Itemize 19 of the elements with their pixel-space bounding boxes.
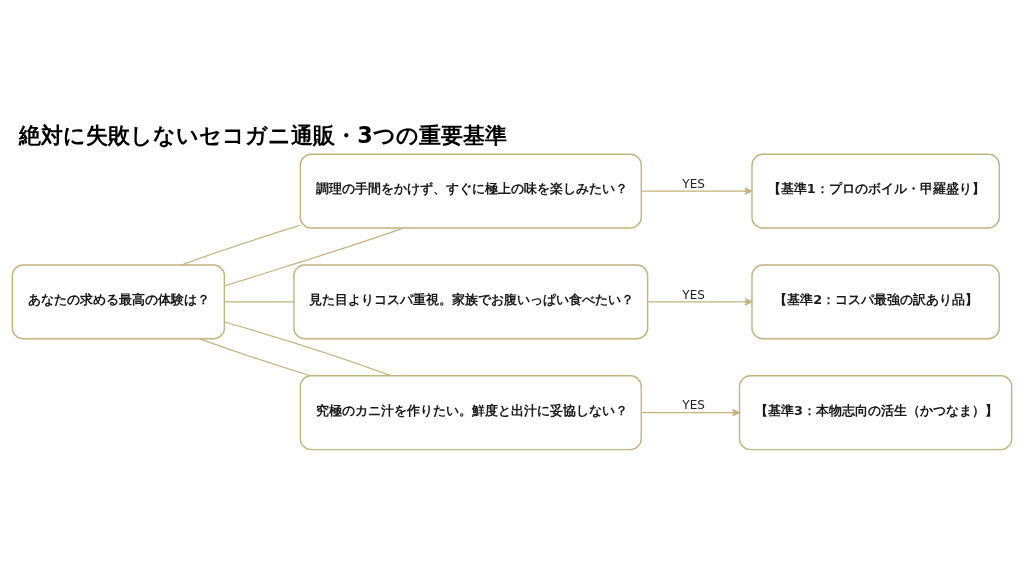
connector [223,321,392,377]
node-box: 究極のカニ汁を作りたい。鮮度と出汁に妥協しない？ [299,375,642,451]
edge-label: YES [682,176,705,191]
node-box: 【基準3：本物志向の活生（かつなま）】 [738,375,1013,451]
arrow [647,298,753,306]
node-box: 【基準2：コスパ最強の訳あり品】 [751,264,1000,340]
edge-label: YES [682,287,705,302]
node-box: あなたの求める最高の体験は？ [11,264,226,340]
connector [181,224,301,266]
connector [223,227,404,287]
edge-label: YES [682,398,705,413]
node-box: 調理の手間をかけず、すぐに極上の味を楽しみたい？ [299,153,642,229]
node-box: 見た目よりコスパ重視。家族でお腹いっぱい食べたい？ [293,264,649,340]
diagram-title: 絶対に失敗しないセコガニ通販・3つの重要基準 [19,121,507,148]
connector [223,301,295,303]
arrow [640,187,753,195]
connector [199,338,311,377]
arrow [640,408,741,417]
node-box: 【基準1：プロのボイル・甲羅盛り】 [751,153,1000,229]
